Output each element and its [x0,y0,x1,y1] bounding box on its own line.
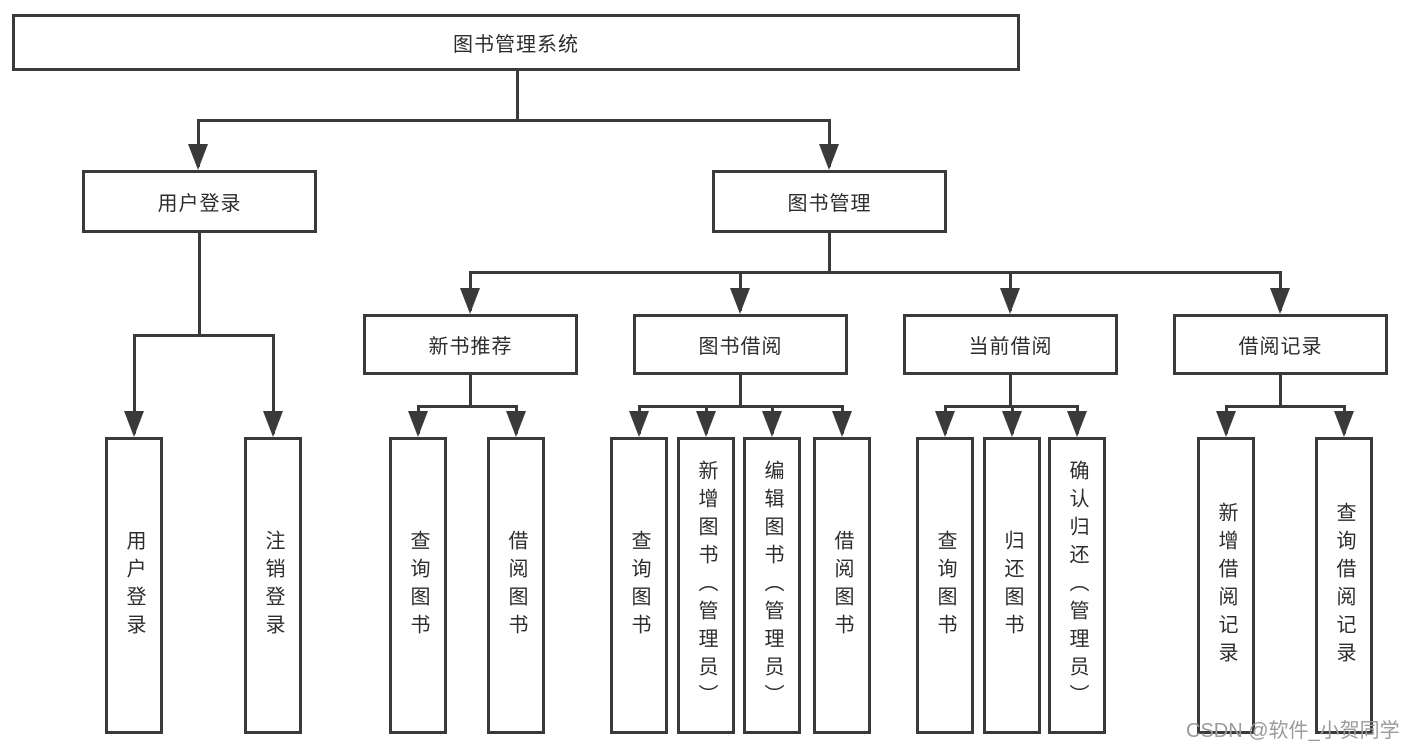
arrow-down-icon [408,411,428,437]
connector-drop-user-login [197,119,200,167]
connector-borrow-records-stem [1279,375,1282,405]
leaf-borrow-books-1: 借阅图书 [487,437,545,734]
connector-new-book-stem [469,375,472,405]
connector-book-borrow-stem [739,375,742,405]
connector-book-management-rail [469,271,1282,274]
connector-new-book-rail [417,405,518,408]
node-borrowing-records: 借阅记录 [1173,314,1388,375]
arrow-down-icon [124,411,144,437]
arrow-down-icon [460,288,480,314]
connector-user-login-stem [198,233,201,334]
connector-root-rail [197,119,831,122]
connector-book-borrow-rail [638,405,844,408]
arrow-down-icon [730,288,750,314]
leaf-borrow-books-2: 借阅图书 [813,437,871,734]
arrow-down-icon [629,411,649,437]
arrow-down-icon [696,411,716,437]
leaf-query-books-2: 查询图书 [610,437,668,734]
arrow-down-icon [188,144,208,170]
connector-drop-leaf-logout [272,334,275,434]
connector-borrow-records-rail [1225,405,1346,408]
leaf-confirm-return-admin: 确认归还（管理员） [1048,437,1106,734]
leaf-return-books: 归还图书 [983,437,1041,734]
arrow-down-icon [1067,411,1087,437]
leaf-user-login: 用户登录 [105,437,163,734]
leaf-add-book-admin: 新增图书（管理员） [677,437,735,734]
node-library-management-system: 图书管理系统 [12,14,1020,71]
node-current-borrowing: 当前借阅 [903,314,1118,375]
node-book-management: 图书管理 [712,170,947,233]
node-user-login: 用户登录 [82,170,317,233]
arrow-down-icon [506,411,526,437]
node-new-book-recommendation: 新书推荐 [363,314,578,375]
leaf-edit-book-admin: 编辑图书（管理员） [743,437,801,734]
csdn-watermark: CSDN @软件_小贺同学 [1186,720,1400,742]
arrow-down-icon [1216,411,1236,437]
leaf-query-books-1: 查询图书 [389,437,447,734]
connector-drop-leaf-user-login [133,334,136,434]
arrow-down-icon [1000,288,1020,314]
leaf-add-borrow-record: 新增借阅记录 [1197,437,1255,734]
arrow-down-icon [935,411,955,437]
arrow-down-icon [1270,288,1290,314]
leaf-logout-login: 注销登录 [244,437,302,734]
arrow-down-icon [762,411,782,437]
leaf-query-borrow-record: 查询借阅记录 [1315,437,1373,734]
arrow-down-icon [1334,411,1354,437]
connector-current-borrow-stem [1009,375,1012,405]
connector-root-stem [516,70,519,119]
arrow-down-icon [263,411,283,437]
connector-user-login-rail [133,334,275,337]
leaf-query-books-3: 查询图书 [916,437,974,734]
arrow-down-icon [1002,411,1022,437]
connector-book-management-stem [828,233,831,271]
arrow-down-icon [832,411,852,437]
arrow-down-icon [819,144,839,170]
node-book-borrowing: 图书借阅 [633,314,848,375]
connector-drop-book-management [828,119,831,167]
